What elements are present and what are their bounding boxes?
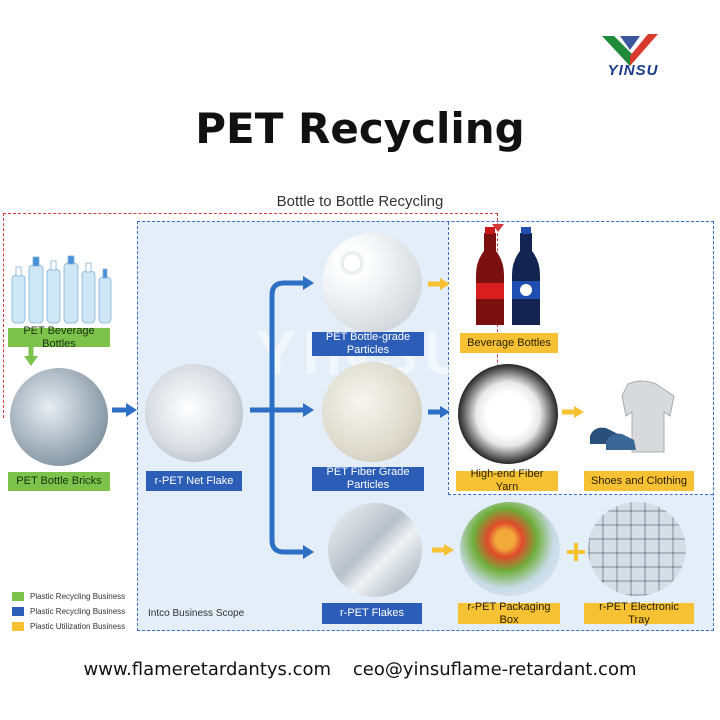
green-arrow-head	[24, 356, 38, 366]
legend-swatch-yellow	[12, 622, 24, 631]
pet-bottle-bricks-image	[10, 368, 108, 466]
label-pet-beverage-bottles: PET Beverage Bottles	[8, 325, 110, 350]
label-pet-bottle-bricks: PET Bottle Bricks	[8, 472, 110, 491]
legend-label: Plastic Recycling Business	[30, 607, 126, 616]
scope-label: Intco Business Scope	[148, 608, 245, 619]
page-title: PET Recycling	[195, 104, 525, 153]
label-high-end-fiber-yarn: High-end Fiber Yarn	[456, 468, 558, 493]
footer-website-link[interactable]: www.flameretardantys.com	[83, 659, 332, 680]
loop-arrow-head	[492, 224, 504, 232]
label-shoes-and-clothing: Shoes and Clothing	[584, 471, 694, 491]
logo-text: YINSU	[607, 62, 659, 79]
label-rpet-net-flake: r-PET Net Flake	[146, 471, 242, 491]
legend-item-blue: Plastic Recycling Business	[12, 607, 125, 616]
footer: www.flameretardantys.com ceo@yinsuflame-…	[0, 659, 720, 680]
rpet-packaging-box-image	[460, 502, 560, 596]
yinsu-logo-icon	[602, 34, 658, 66]
legend-label: Plastic Utilization Business	[30, 622, 126, 631]
fiber-yarn-image	[458, 364, 558, 464]
pet-bottles-image	[11, 255, 112, 324]
label-beverage-bottles: Beverage Bottles	[460, 333, 558, 353]
rpet-net-flake-image	[145, 364, 243, 462]
legend-swatch-blue	[12, 607, 24, 616]
legend-swatch-green	[12, 592, 24, 601]
flow-title: Bottle to Bottle Recycling	[276, 193, 444, 210]
footer-email-link[interactable]: ceo@yinsuflame-retardant.com	[352, 659, 637, 680]
label-fiber-grade-particles: PET Fiber Grade Particles	[312, 466, 424, 491]
legend-label: Plastic Recycling Business	[30, 592, 126, 601]
cola-bottles-image	[476, 227, 540, 325]
rpet-flakes-image	[328, 503, 422, 597]
label-bottle-grade-particles: PET Bottle-grade Particles	[312, 331, 424, 356]
legend-item-green: Plastic Recycling Business	[12, 592, 125, 601]
label-rpet-flakes: r-PET Flakes	[322, 603, 422, 624]
bottle-grade-particles-image	[322, 233, 422, 333]
rpet-electronic-tray-image	[588, 502, 686, 596]
shoes-clothing-image	[590, 380, 675, 453]
label-rpet-packaging-box: r-PET Packaging Box	[458, 601, 560, 626]
plus-icon	[567, 543, 585, 561]
fiber-grade-particles-image	[322, 362, 422, 462]
branch-up	[269, 280, 305, 410]
label-rpet-electronic-tray: r-PET Electronic Tray	[584, 601, 694, 626]
branch-down	[269, 410, 305, 555]
legend-item-yellow: Plastic Utilization Business	[12, 622, 125, 631]
